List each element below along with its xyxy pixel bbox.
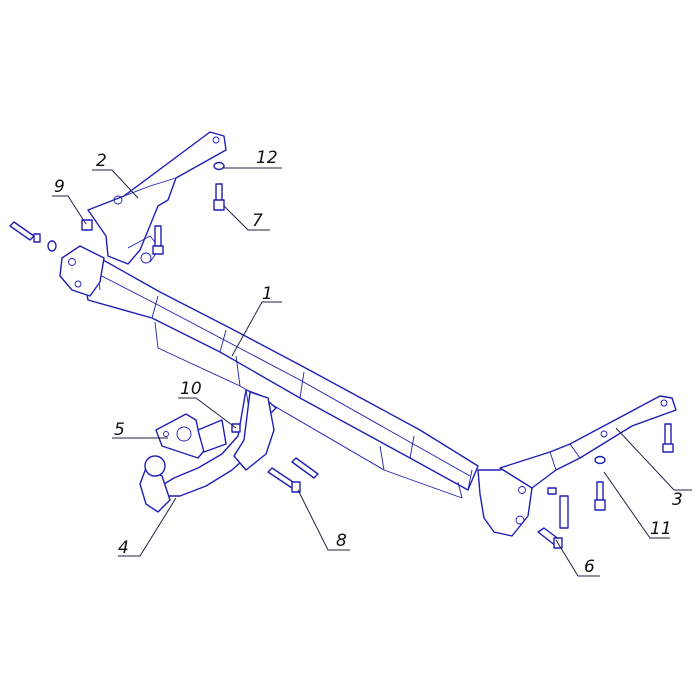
right-mount-bracket-part-3: [477, 395, 677, 537]
callout-12: 12: [256, 148, 278, 168]
callout-8: 8: [336, 531, 347, 551]
callout-leaders: [52, 167, 692, 577]
socket-plate-part-5: [155, 413, 227, 459]
callout-4: 4: [118, 538, 129, 558]
callout-11: 11: [650, 519, 672, 539]
callout-7: 7: [252, 211, 263, 231]
callout-2: 2: [96, 151, 107, 171]
callout-1: 1: [262, 284, 273, 304]
callout-10: 10: [180, 379, 202, 399]
callout-9: 9: [54, 177, 65, 197]
callout-5: 5: [114, 420, 125, 440]
callout-labels: 1 2 3 4 5 6 7 8 9 10 11 12: [54, 148, 683, 577]
ball-mount-part-4: [139, 389, 277, 513]
callout-3: 3: [672, 490, 683, 510]
left-mount-bracket-part-2: [59, 131, 227, 297]
crossbeam-part-1: [81, 255, 479, 499]
callout-6: 6: [584, 557, 595, 577]
